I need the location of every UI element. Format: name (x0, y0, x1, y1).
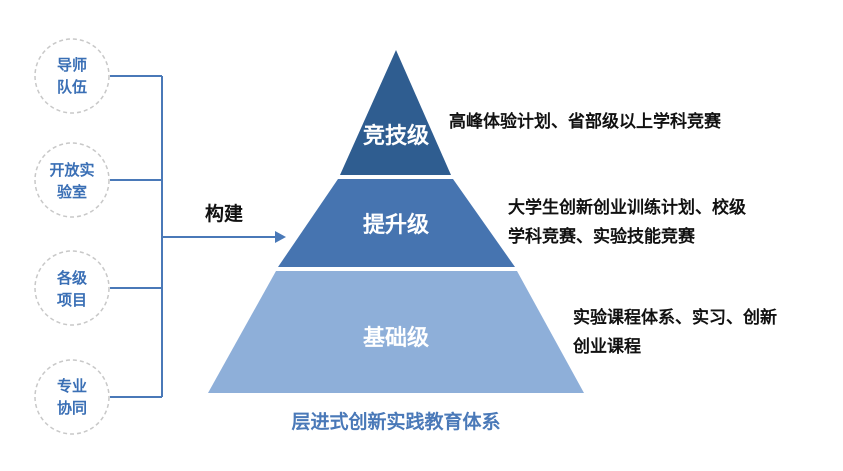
description-middle-line2: 学科竞赛、实验技能竞赛 (508, 226, 696, 247)
circle-open-lab-line2: 验室 (57, 183, 87, 201)
pyramid-middle-label: 提升级 (363, 212, 429, 238)
circle-open-lab: 开放实 验室 (34, 142, 110, 218)
pyramid-top-label: 竞技级 (363, 123, 429, 149)
description-middle-line1: 大学生创新创业训练计划、校级 (508, 197, 746, 218)
circle-collaboration-line2: 协同 (57, 399, 87, 417)
circle-open-lab-line1: 开放实 (49, 161, 94, 179)
connector-bracket (110, 75, 276, 398)
circle-mentor-team-line2: 队伍 (57, 78, 87, 96)
connector-label: 构建 (205, 202, 243, 225)
circle-projects: 各级 项目 (34, 250, 110, 326)
pyramid-middle-tier (278, 179, 515, 267)
circle-mentor-team: 导师 队伍 (34, 38, 110, 114)
description-top: 高峰体验计划、省部级以上学科竞赛 (449, 111, 722, 132)
circle-projects-line2: 项目 (57, 291, 87, 309)
circle-projects-line1: 各级 (56, 269, 88, 287)
circle-collaboration: 专业 协同 (34, 359, 110, 435)
pyramid-top-tier (340, 50, 451, 175)
pyramid-base-label: 基础级 (363, 325, 429, 351)
description-base-line2: 创业课程 (572, 336, 641, 357)
diagram-caption: 层进式创新实践教育体系 (291, 410, 500, 433)
connector-arrowhead (275, 231, 286, 243)
circle-mentor-team-line1: 导师 (57, 56, 87, 74)
pyramid-base-tier (208, 271, 584, 393)
description-base-line1: 实验课程体系、实习、创新 (573, 307, 777, 328)
circle-collaboration-line1: 专业 (57, 377, 87, 395)
